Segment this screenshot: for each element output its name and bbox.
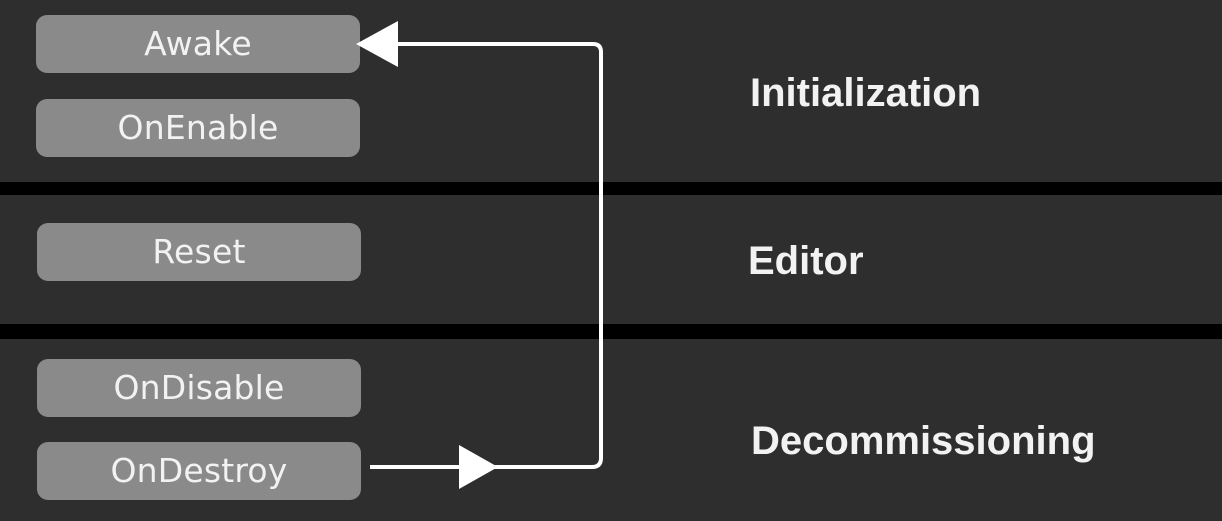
decommissioning-label: Decommissioning — [751, 419, 1096, 463]
ondisable-node: OnDisable — [37, 359, 361, 417]
arrowhead-into-awake-icon — [356, 21, 398, 67]
onenable-node: OnEnable — [36, 99, 360, 157]
ondestroy-node: OnDestroy — [37, 442, 361, 500]
initialization-label: Initialization — [750, 71, 982, 115]
loop-arrow-line — [370, 42, 603, 469]
editor-label: Editor — [748, 239, 864, 283]
awake-node: Awake — [36, 15, 360, 73]
arrowhead-from-ondestroy-icon — [459, 445, 498, 489]
reset-node: Reset — [37, 223, 361, 281]
